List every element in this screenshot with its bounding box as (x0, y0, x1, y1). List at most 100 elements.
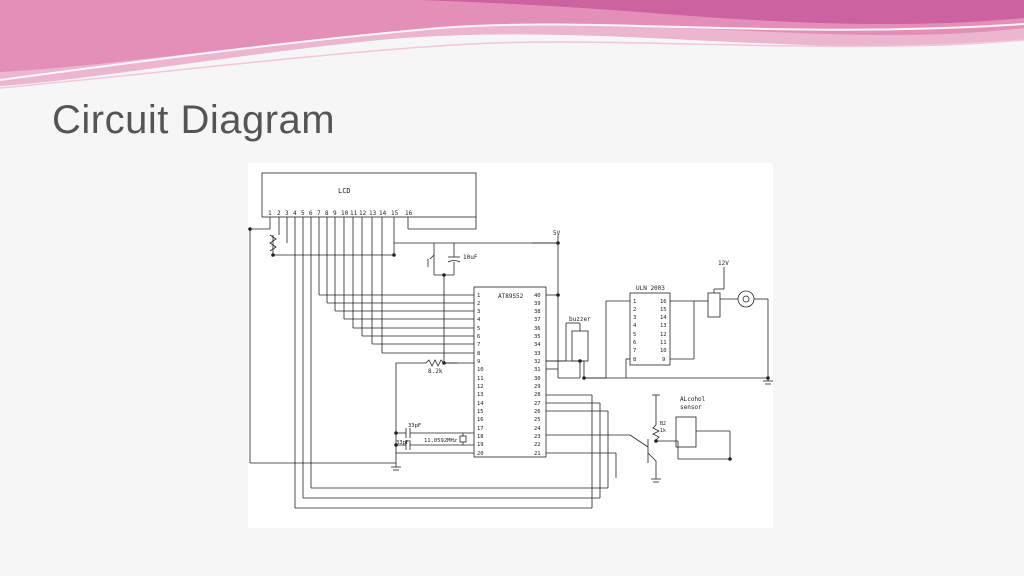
svg-text:20: 20 (477, 451, 484, 457)
svg-text:4: 4 (633, 323, 637, 329)
svg-text:7: 7 (477, 342, 480, 348)
svg-text:2: 2 (477, 301, 480, 307)
svg-text:13: 13 (660, 323, 667, 329)
svg-text:30: 30 (534, 376, 541, 382)
svg-text:12: 12 (660, 332, 667, 338)
svg-text:6: 6 (309, 210, 313, 217)
svg-text:24: 24 (534, 426, 541, 432)
svg-text:3: 3 (633, 315, 636, 321)
svg-text:1: 1 (268, 210, 272, 217)
svg-text:36: 36 (534, 326, 541, 332)
uln2003-chip (629, 292, 671, 366)
svg-text:27: 27 (534, 401, 541, 407)
buzzer (571, 330, 589, 362)
svg-text:11: 11 (350, 210, 358, 217)
svg-text:16: 16 (477, 417, 484, 423)
svg-text:38: 38 (534, 309, 541, 315)
svg-text:8: 8 (477, 351, 480, 357)
svg-text:5: 5 (633, 332, 636, 338)
supply-12v-label: 12V (718, 260, 729, 267)
svg-text:37: 37 (534, 317, 541, 323)
svg-text:14: 14 (660, 315, 667, 321)
svg-text:4: 4 (477, 317, 481, 323)
svg-text:13: 13 (477, 392, 484, 398)
cap-33pf-label-1: 33pF (408, 423, 421, 429)
svg-text:12: 12 (359, 210, 367, 217)
svg-text:21: 21 (534, 451, 541, 457)
alcohol-sensor (675, 416, 697, 448)
svg-text:25: 25 (534, 417, 541, 423)
svg-text:1: 1 (633, 299, 636, 305)
svg-text:9: 9 (662, 357, 665, 363)
mcu-right-pin-numbers: 40 39 38 37 36 35 34 33 32 31 30 29 28 2… (534, 293, 541, 457)
sensor-label-line1: ALcohol (680, 396, 706, 403)
lcd-module (261, 172, 477, 218)
svg-text:14: 14 (477, 401, 484, 407)
svg-text:19: 19 (477, 442, 484, 448)
header-wave-decoration (0, 0, 1024, 89)
svg-text:35: 35 (534, 334, 541, 340)
cap-33pf-label-2: 33pF (396, 440, 409, 446)
svg-text:34: 34 (534, 342, 541, 348)
svg-text:2: 2 (633, 307, 636, 313)
uln2003-name-label: ULN 2003 (636, 285, 665, 292)
svg-text:10: 10 (341, 210, 349, 217)
svg-text:13: 13 (369, 210, 377, 217)
svg-text:12: 12 (477, 384, 484, 390)
mcu-name-label: AT89S52 (498, 293, 524, 300)
svg-text:31: 31 (534, 367, 541, 373)
junction-dots (248, 227, 770, 461)
svg-text:10: 10 (660, 348, 667, 354)
resistor-b2-label: B2 (660, 421, 666, 427)
svg-text:23: 23 (534, 434, 541, 440)
buzzer-label: buzzer (569, 316, 591, 323)
sensor-label-line2: sensor (680, 404, 702, 411)
mcu-left-pin-numbers: 1 2 3 4 5 6 7 8 9 10 11 12 13 14 15 16 1… (477, 293, 484, 457)
circuit-diagram: LCD 1 2 3 4 5 6 7 8 9 10 11 12 13 14 15 … (248, 163, 773, 528)
uln2003-left-pin-numbers: 1 2 3 4 5 6 7 8 (633, 299, 637, 363)
svg-text:7: 7 (633, 348, 636, 354)
svg-text:16: 16 (660, 299, 667, 305)
cap-10uf-label: 10uF (463, 254, 478, 261)
motor-symbol (737, 290, 755, 308)
svg-text:4: 4 (293, 210, 297, 217)
resistor-8k2-label: 8.2k (428, 368, 443, 375)
svg-text:9: 9 (333, 210, 337, 217)
svg-text:1: 1 (477, 293, 480, 299)
svg-text:10: 10 (477, 367, 484, 373)
svg-text:33: 33 (534, 351, 541, 357)
lcd-pin-numbers: 1 2 3 4 5 6 7 8 9 10 11 12 13 14 15 16 (268, 210, 413, 217)
svg-text:8: 8 (633, 357, 636, 363)
svg-text:22: 22 (534, 442, 541, 448)
svg-text:5: 5 (477, 326, 480, 332)
at89s52-chip (473, 286, 547, 458)
uln2003-right-pin-numbers: 16 15 14 13 12 11 10 9 (660, 299, 667, 363)
svg-text:16: 16 (405, 210, 413, 217)
svg-text:17: 17 (477, 426, 484, 432)
svg-text:18: 18 (477, 434, 484, 440)
svg-text:32: 32 (534, 359, 541, 365)
svg-text:14: 14 (379, 210, 387, 217)
svg-text:2: 2 (277, 210, 281, 217)
svg-text:5: 5 (301, 210, 305, 217)
svg-text:15: 15 (477, 409, 484, 415)
svg-text:3: 3 (285, 210, 289, 217)
svg-text:26: 26 (534, 409, 541, 415)
slide-title: Circuit Diagram (52, 98, 336, 142)
resistor-1k-label: 1k (660, 428, 666, 434)
svg-text:8: 8 (325, 210, 329, 217)
svg-text:39: 39 (534, 301, 541, 307)
svg-text:6: 6 (477, 334, 480, 340)
svg-text:6: 6 (633, 340, 636, 346)
svg-text:11: 11 (477, 376, 484, 382)
svg-text:7: 7 (317, 210, 321, 217)
crystal-label: 11.0592MHz (424, 438, 457, 444)
lcd-label: LCD (338, 187, 351, 195)
svg-text:40: 40 (534, 293, 541, 299)
svg-text:29: 29 (534, 384, 541, 390)
lcd-pin-leads (269, 217, 409, 508)
svg-text:15: 15 (660, 307, 667, 313)
svg-text:28: 28 (534, 392, 541, 398)
svg-text:9: 9 (477, 359, 480, 365)
